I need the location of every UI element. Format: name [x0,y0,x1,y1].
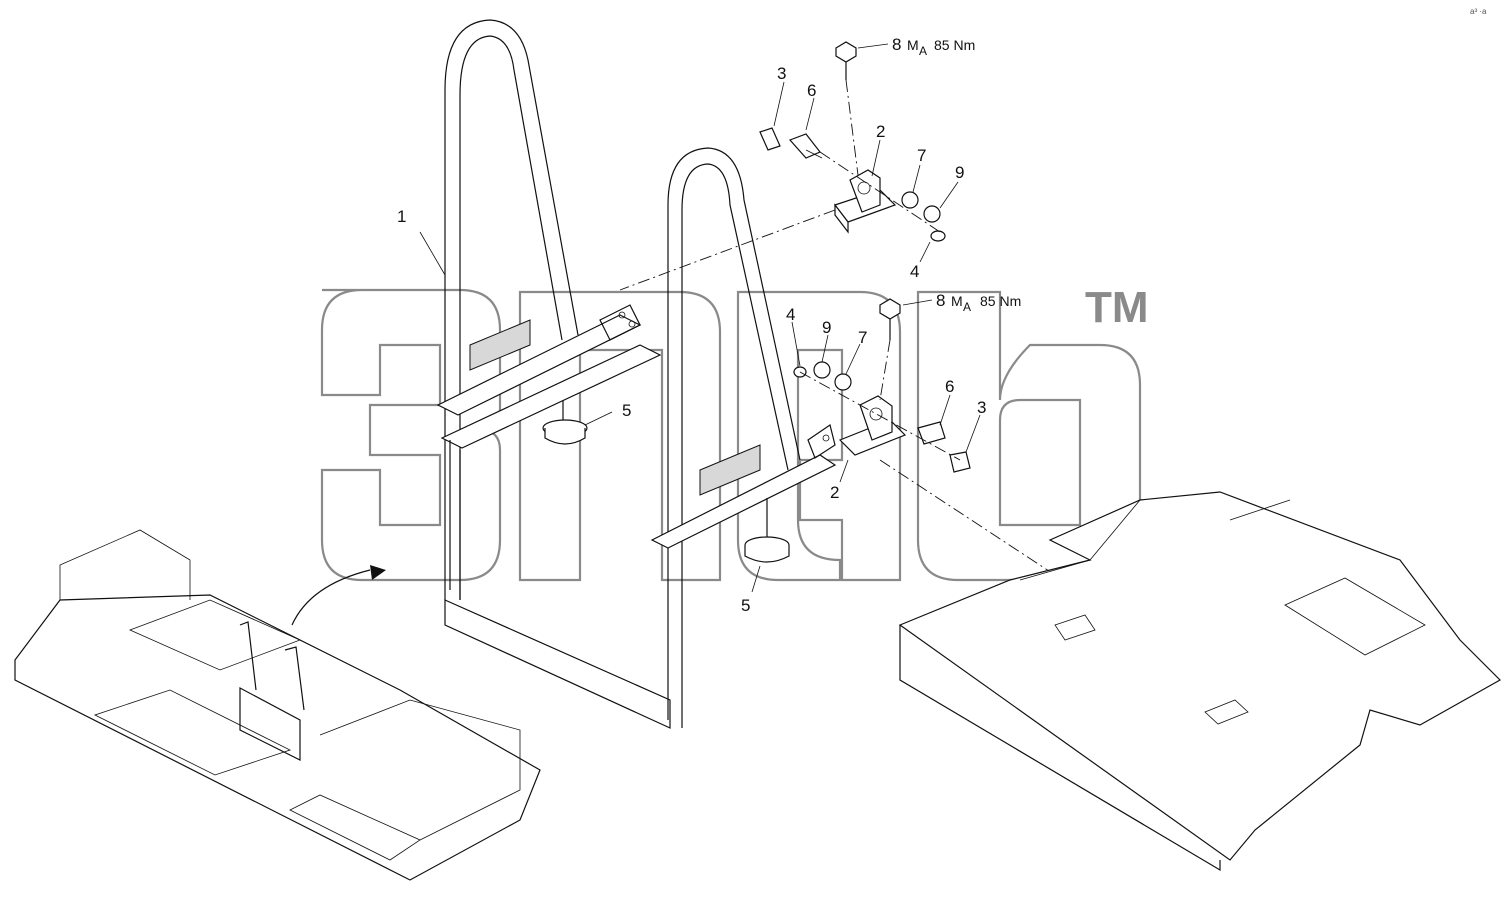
callout-labels: 1 2 2 3 3 4 4 5 5 6 6 7 7 9 9 8 M A 85 N… [397,35,1021,615]
callout-9-lower: 9 [822,318,831,337]
corner-mark: a³ ·a [1470,7,1487,16]
callout-5-lower: 5 [741,596,750,615]
callout-5-upper: 5 [622,401,631,420]
svg-text:M: M [907,37,919,53]
platform-plate [898,491,1501,872]
svg-text:A: A [919,44,927,58]
callout-4-upper: 4 [910,262,919,281]
svg-text:8: 8 [892,35,901,54]
bracket-assembly-upper [619,41,959,291]
callout-7-upper: 7 [917,146,926,165]
callout-1: 1 [397,207,406,226]
callout-6-lower: 6 [945,377,954,396]
handrail-frame [419,19,837,729]
callout-9-upper: 9 [955,163,964,182]
svg-text:M: M [951,293,963,309]
rubber-foot-upper [542,400,613,445]
watermark-logo: TM [320,283,1149,582]
rubber-foot-lower [744,498,790,593]
svg-text:A: A [963,300,971,314]
svg-text:8: 8 [936,291,945,310]
callout-2-lower: 2 [830,483,839,502]
machine-overview [14,529,541,881]
callout-4-lower: 4 [786,305,795,324]
callout-7-lower: 7 [858,328,867,347]
watermark-tm: TM [1085,283,1149,332]
torque-label-upper: 8 M A 85 Nm [892,35,975,58]
svg-text:85 Nm: 85 Nm [934,37,975,53]
callout-3-lower: 3 [977,398,986,417]
torque-label-lower: 8 M A 85 Nm [936,291,1021,314]
callout-6-upper: 6 [807,81,816,100]
svg-text:85 Nm: 85 Nm [980,293,1021,309]
callout-2-upper: 2 [876,122,885,141]
callout-3-upper: 3 [777,64,786,83]
